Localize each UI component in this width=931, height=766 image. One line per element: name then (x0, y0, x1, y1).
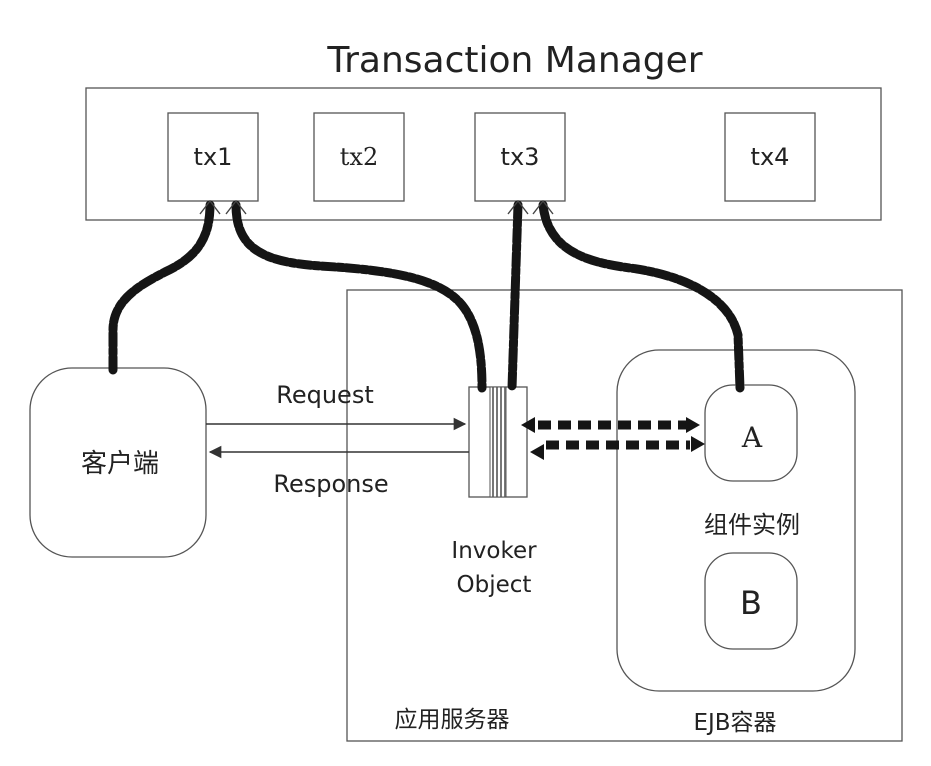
transaction-tx4: tx4 (724, 112, 816, 202)
request-label: Request (276, 381, 374, 409)
transaction-label: tx2 (340, 143, 378, 171)
transaction-label: tx1 (194, 143, 233, 171)
transaction-tx1: tx1 (167, 112, 259, 202)
invoker-label-line2: Object (457, 572, 532, 598)
component-a-label: A (741, 421, 763, 454)
ejb-container-label: EJB容器 (693, 710, 776, 736)
transaction-tx2: tx2 (313, 112, 405, 202)
component-b-label: B (740, 584, 762, 622)
client-to-tx1-line (108, 200, 215, 375)
invoker-object (468, 386, 528, 498)
component-b-box (704, 552, 798, 650)
tx1-arrowheads (199, 199, 247, 215)
transaction-label: tx4 (751, 143, 790, 171)
component-a-box (704, 384, 798, 482)
invoker-component-a-dashed-arrows (521, 417, 705, 460)
invoker-label-line1: Invoker (451, 538, 537, 564)
diagram-title: Transaction Manager (326, 40, 702, 81)
transaction-label: tx3 (501, 143, 540, 171)
component-instances-label: 组件实例 (704, 511, 800, 539)
response-label: Response (273, 470, 388, 498)
transaction-tx3: tx3 (474, 112, 566, 202)
client-box (29, 367, 207, 558)
tx3-to-component-a-line (538, 200, 745, 393)
tx3-to-invoker-line (507, 200, 523, 393)
client-label: 客户端 (81, 449, 159, 479)
tx1-to-invoker-line (231, 200, 487, 393)
app-server-label: 应用服务器 (395, 707, 510, 733)
tx3-arrowheads (507, 199, 554, 215)
